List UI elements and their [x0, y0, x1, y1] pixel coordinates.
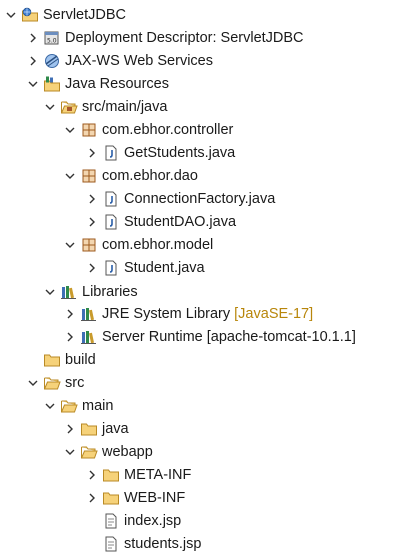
chevron-right-icon[interactable] — [84, 214, 100, 230]
chevron-down-icon[interactable] — [62, 444, 78, 460]
folder-open-icon — [60, 397, 78, 415]
chevron-right-icon[interactable] — [84, 145, 100, 161]
tree-item-libraries[interactable]: Libraries — [0, 280, 401, 303]
chevron-down-icon[interactable] — [62, 168, 78, 184]
tree-item-label: com.ebhor.dao — [102, 167, 198, 184]
tree-item-server-runtime[interactable]: Server Runtime [apache-tomcat-10.1.1] — [0, 325, 401, 348]
tree-item-package-dao[interactable]: com.ebhor.dao — [0, 164, 401, 187]
java-file-icon — [102, 259, 120, 277]
tree-item-src[interactable]: src — [0, 371, 401, 394]
chevron-down-icon[interactable] — [42, 284, 58, 300]
tree-item-package-model[interactable]: com.ebhor.model — [0, 233, 401, 256]
chevron-right-icon[interactable] — [62, 329, 78, 345]
chevron-right-icon[interactable] — [25, 30, 41, 46]
chevron-right-icon[interactable] — [84, 260, 100, 276]
jre-version-decoration: [JavaSE-17] — [234, 305, 314, 322]
jsp-file-icon — [102, 512, 120, 530]
java-file-icon — [102, 190, 120, 208]
tree-item-label: Libraries — [82, 283, 138, 300]
tree-item-main[interactable]: main — [0, 394, 401, 417]
tree-item-label: src — [65, 374, 85, 391]
tree-item-package-controller[interactable]: com.ebhor.controller — [0, 118, 401, 141]
chevron-down-icon[interactable] — [42, 398, 58, 414]
chevron-placeholder — [25, 352, 41, 368]
chevron-right-icon[interactable] — [84, 467, 100, 483]
tree-item-label: JAX-WS Web Services — [65, 52, 213, 69]
tree-item-label: JRE System Library — [102, 305, 231, 322]
java-file-icon — [102, 144, 120, 162]
tree-item-label: com.ebhor.model — [102, 236, 214, 253]
tree-item-label: ConnectionFactory.java — [124, 190, 276, 207]
tree-item-build[interactable]: build — [0, 348, 401, 371]
tree-item-label: StudentDAO.java — [124, 213, 237, 230]
tree-item-jre-system-library[interactable]: JRE System Library [JavaSE-17] — [0, 302, 401, 325]
chevron-placeholder — [84, 536, 100, 552]
tree-item-getstudents-java[interactable]: GetStudents.java — [0, 141, 401, 164]
folder-open-icon — [43, 374, 61, 392]
chevron-right-icon[interactable] — [84, 490, 100, 506]
library-icon — [80, 328, 98, 346]
tree-item-label: ServletJDBC — [43, 6, 126, 23]
tree-item-label: index.jsp — [124, 512, 182, 529]
tree-item-label: META-INF — [124, 466, 192, 483]
tree-item-web-inf[interactable]: WEB-INF — [0, 486, 401, 509]
folder-icon — [43, 351, 61, 369]
chevron-right-icon[interactable] — [25, 53, 41, 69]
tree-item-label: webapp — [102, 443, 153, 460]
tree-item-webapp[interactable]: webapp — [0, 440, 401, 463]
tree-item-java-resources[interactable]: Java Resources — [0, 72, 401, 95]
web-project-icon — [21, 6, 39, 24]
tree-item-label: com.ebhor.controller — [102, 121, 234, 138]
package-icon — [80, 121, 98, 139]
tree-item-label: students.jsp — [124, 535, 202, 552]
tree-item-label: src/main/java — [82, 98, 168, 115]
chevron-right-icon[interactable] — [62, 421, 78, 437]
tree-item-label: Student.java — [124, 259, 205, 276]
tree-item-meta-inf[interactable]: META-INF — [0, 463, 401, 486]
tree-item-index-jsp[interactable]: index.jsp — [0, 509, 401, 532]
folder-open-icon — [80, 443, 98, 461]
chevron-right-icon[interactable] — [84, 191, 100, 207]
deployment-descriptor-icon — [43, 29, 61, 47]
java-file-icon — [102, 213, 120, 231]
tree-item-label: WEB-INF — [124, 489, 186, 506]
package-icon — [80, 167, 98, 185]
chevron-down-icon[interactable] — [3, 7, 19, 23]
tree-item-label: Server Runtime [apache-tomcat-10.1.1] — [102, 328, 356, 345]
library-icon — [80, 305, 98, 323]
tree-item-students-jsp[interactable]: students.jsp — [0, 532, 401, 555]
tree-item-src-main-java[interactable]: src/main/java — [0, 95, 401, 118]
tree-item-label: GetStudents.java — [124, 144, 236, 161]
chevron-down-icon[interactable] — [42, 99, 58, 115]
folder-icon — [102, 466, 120, 484]
tree-item-deployment-descriptor[interactable]: Deployment Descriptor: ServletJDBC — [0, 26, 401, 49]
java-resources-icon — [43, 75, 61, 93]
tree-item-label: Deployment Descriptor: ServletJDBC — [65, 29, 304, 46]
folder-icon — [102, 489, 120, 507]
tree-item-java[interactable]: java — [0, 417, 401, 440]
tree-item-label: main — [82, 397, 114, 414]
chevron-down-icon[interactable] — [25, 375, 41, 391]
web-services-icon — [43, 52, 61, 70]
tree-item-studentdao-java[interactable]: StudentDAO.java — [0, 210, 401, 233]
folder-icon — [80, 420, 98, 438]
library-icon — [60, 283, 78, 301]
tree-item-label: build — [65, 351, 96, 368]
package-icon — [80, 236, 98, 254]
tree-item-project[interactable]: ServletJDBC — [0, 3, 401, 26]
tree-item-label: Java Resources — [65, 75, 169, 92]
tree-item-connectionfactory-java[interactable]: ConnectionFactory.java — [0, 187, 401, 210]
chevron-down-icon[interactable] — [62, 122, 78, 138]
jsp-file-icon — [102, 535, 120, 553]
tree-item-label: java — [102, 420, 129, 437]
chevron-placeholder — [84, 513, 100, 529]
source-folder-icon — [60, 98, 78, 116]
chevron-right-icon[interactable] — [62, 306, 78, 322]
chevron-down-icon[interactable] — [62, 237, 78, 253]
chevron-down-icon[interactable] — [25, 76, 41, 92]
tree-item-jaxws[interactable]: JAX-WS Web Services — [0, 49, 401, 72]
tree-item-student-java[interactable]: Student.java — [0, 256, 401, 279]
